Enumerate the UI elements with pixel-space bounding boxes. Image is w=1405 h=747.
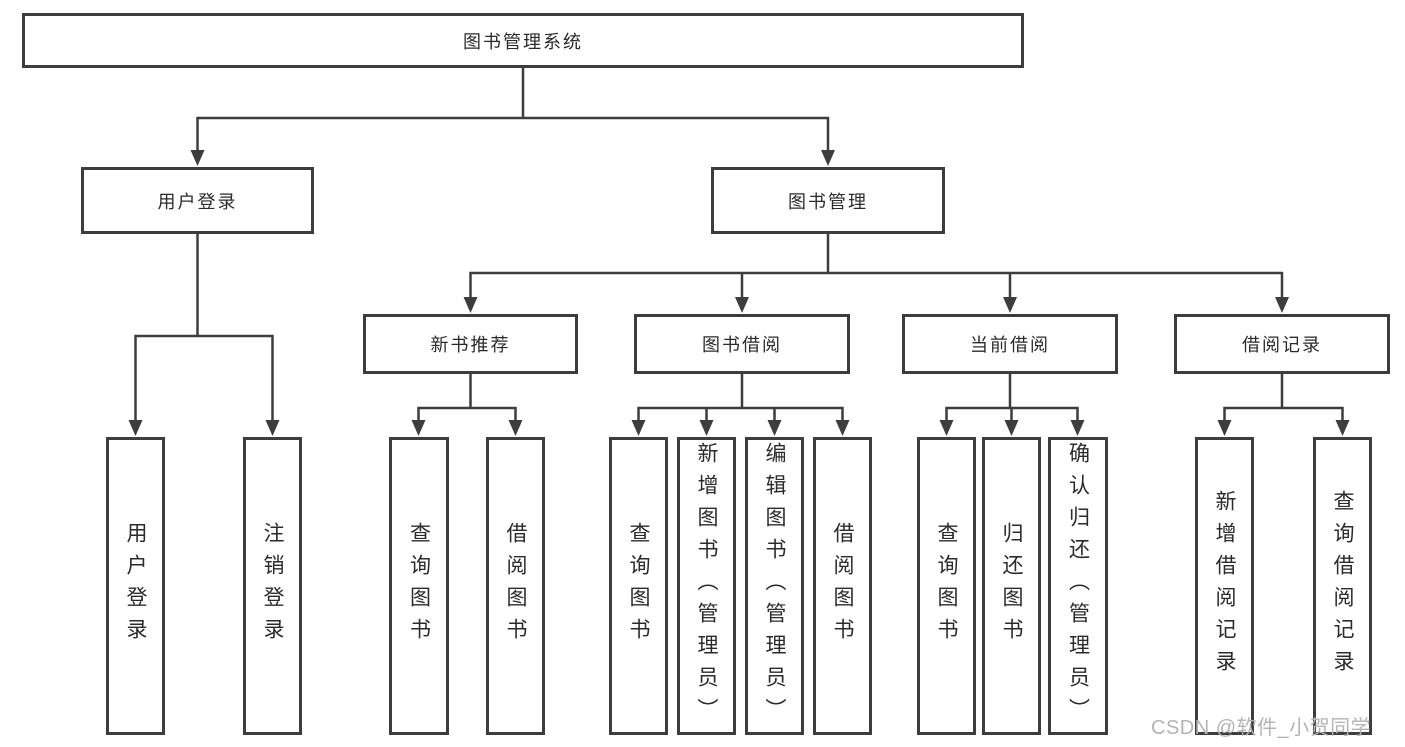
connector-current-borrowing-to-leaves [945, 374, 1079, 421]
node-label: 查询图书 [407, 522, 431, 650]
node-label: 图书管理 [788, 191, 868, 212]
node-user-login-action: 用户登录 [106, 437, 165, 735]
node-edit-books-admin: 编辑图书（管理员） [745, 437, 804, 735]
node-label: 图书管理系统 [463, 31, 583, 52]
connector-root-to-level2 [196, 68, 830, 151]
node-book-management-system: 图书管理系统 [22, 13, 1024, 68]
connector-borrowing-records-to-leaves [1223, 374, 1344, 421]
node-book-management: 图书管理 [711, 167, 945, 234]
node-query-books: 查询图书 [389, 437, 449, 735]
node-user-login: 用户登录 [81, 167, 314, 234]
node-query-borrow-record: 查询借阅记录 [1313, 437, 1372, 735]
connector-book-borrowing-to-leaves [637, 374, 844, 421]
node-label: 新增借阅记录 [1213, 490, 1236, 682]
connector-book-management-to-level3 [469, 234, 1284, 298]
node-add-books-admin: 新增图书（管理员） [677, 437, 736, 735]
node-add-borrow-record: 新增借阅记录 [1195, 437, 1254, 735]
node-label: 当前借阅 [970, 335, 1050, 355]
csdn-watermark: CSDN @软件_小贺同学 [1151, 717, 1372, 739]
node-current-borrowing: 当前借阅 [902, 314, 1118, 374]
node-borrowing-records: 借阅记录 [1174, 314, 1390, 374]
node-borrow-books: 借阅图书 [486, 437, 545, 735]
node-label: 借阅图书 [504, 522, 527, 650]
node-label: 借阅图书 [831, 522, 854, 650]
node-label: 查询图书 [627, 522, 650, 650]
connector-new-book-recommendation-to-leaves [417, 374, 517, 421]
node-label: 确认归还（管理员） [1066, 442, 1090, 730]
node-query-books: 查询图书 [609, 437, 668, 735]
node-new-book-recommendation: 新书推荐 [363, 314, 578, 374]
node-confirm-return-admin: 确认归还（管理员） [1048, 437, 1108, 735]
node-borrow-books: 借阅图书 [813, 437, 872, 735]
node-label: 图书借阅 [702, 335, 782, 355]
node-label: 注销登录 [261, 522, 284, 650]
node-query-books: 查询图书 [917, 437, 976, 735]
node-label: 查询图书 [935, 522, 958, 650]
node-label: 查询借阅记录 [1331, 490, 1354, 682]
node-label: 新增图书（管理员） [695, 442, 718, 730]
node-return-books: 归还图书 [982, 437, 1041, 735]
node-book-borrowing: 图书借阅 [634, 314, 850, 374]
node-label: 新书推荐 [430, 335, 511, 355]
node-label: 编辑图书（管理员） [763, 442, 786, 730]
node-label: 归还图书 [1000, 522, 1023, 650]
connector-user-login-to-leaves [134, 234, 274, 421]
node-label: 用户登录 [157, 191, 238, 212]
node-logout: 注销登录 [243, 437, 302, 735]
node-label: 用户登录 [124, 522, 147, 650]
node-label: 借阅记录 [1242, 335, 1322, 355]
